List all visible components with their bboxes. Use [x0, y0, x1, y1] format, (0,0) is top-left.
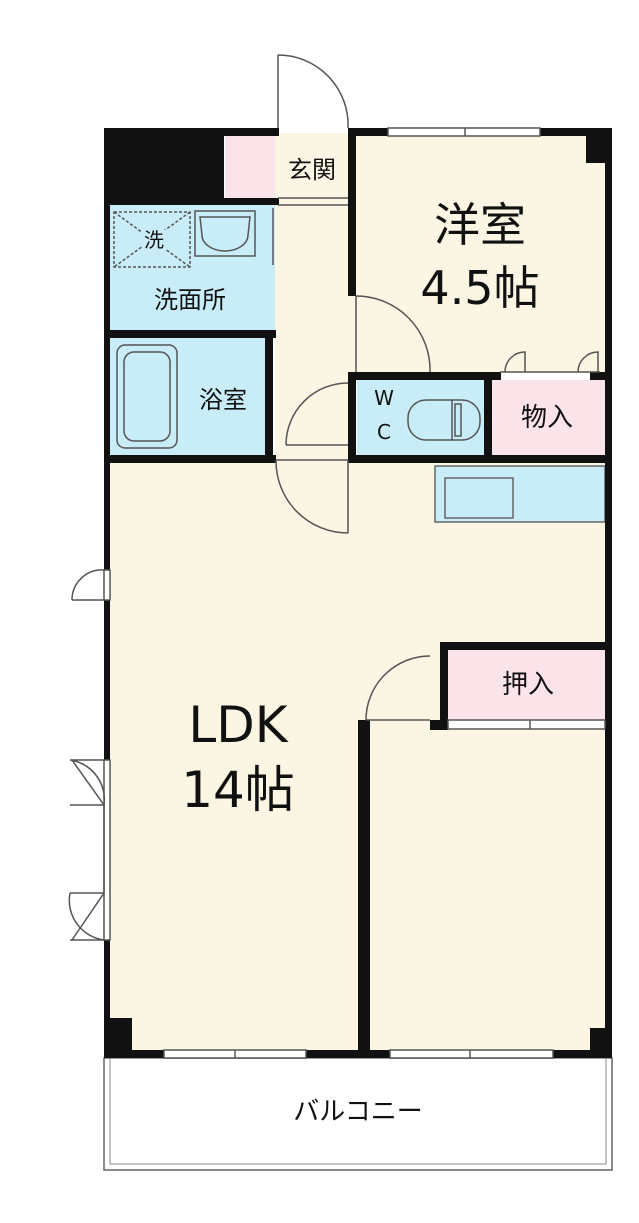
- storage-label: 物入: [520, 403, 574, 433]
- western-room-name: 洋室: [434, 198, 526, 252]
- toilet-label-c: C: [377, 420, 391, 444]
- toilet-label-w: W: [374, 386, 394, 410]
- bathroom-label: 浴室: [199, 386, 247, 414]
- walls: [104, 128, 612, 1058]
- closet-label: 押入: [501, 670, 555, 700]
- balcony-area: [103, 1057, 613, 1171]
- western-room-size: 4.5帖: [420, 261, 540, 315]
- washer-label: 洗: [142, 228, 166, 252]
- bathroom-room: [110, 338, 265, 455]
- entrance-floor: [225, 133, 275, 198]
- balcony-label: バルコニー: [293, 1097, 423, 1127]
- washroom-label: 洗面所: [154, 286, 226, 314]
- closet-room: [448, 650, 605, 720]
- entrance-label: 玄関: [288, 156, 336, 184]
- windows: [103, 127, 606, 1059]
- ldk-name: LDK: [188, 696, 288, 754]
- ldk-size: 14帖: [181, 761, 295, 819]
- washroom-room: [110, 205, 275, 330]
- toilet-room: [357, 380, 484, 455]
- door-swings: [68, 54, 600, 941]
- storage-room: [490, 380, 605, 455]
- western-room: [355, 133, 605, 373]
- ldk-room: [110, 460, 605, 1052]
- entrance-hall: [275, 133, 355, 460]
- sink: [444, 477, 514, 519]
